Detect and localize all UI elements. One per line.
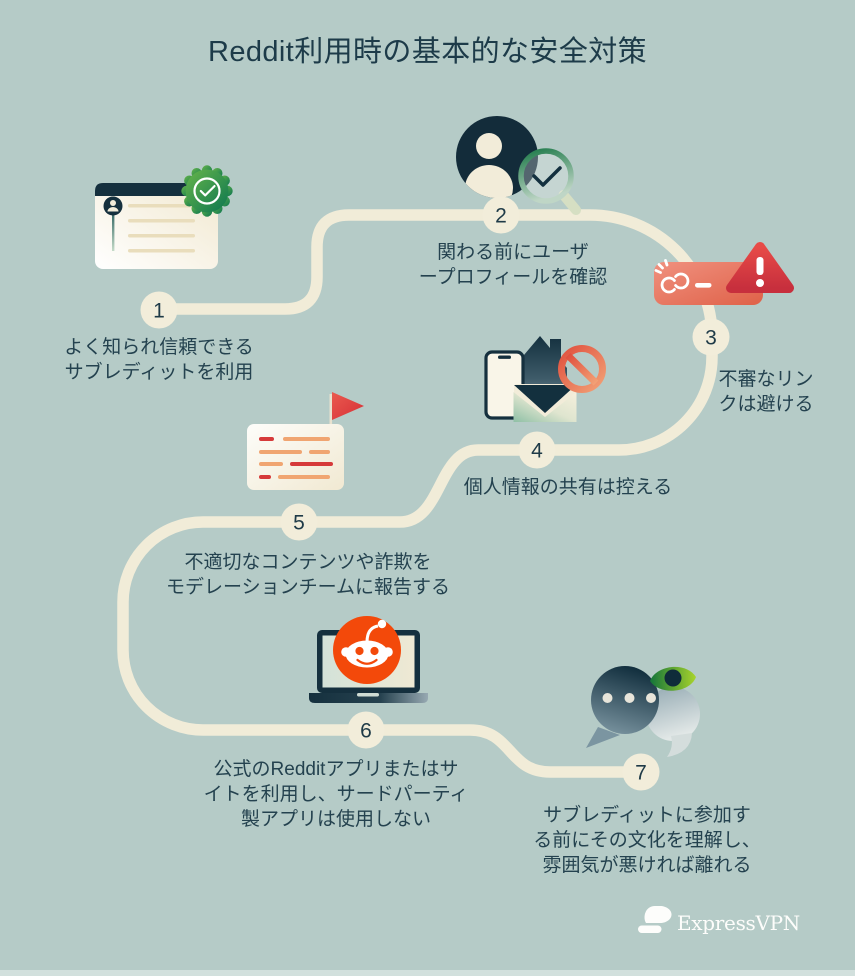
step-label-2: 関わる前にユーザ ープロフィールを確認: [418, 242, 608, 288]
step-number: 6: [360, 720, 372, 743]
chat-bubbles-eye-icon: [586, 666, 700, 757]
step-number: 4: [531, 440, 543, 463]
page-title: Reddit利用時の基本的な安全対策: [207, 36, 648, 68]
reddit-laptop-icon: [309, 616, 428, 703]
bottom-strip: [0, 970, 855, 976]
profile-magnifier-check-icon: [456, 116, 581, 215]
verified-badge-icon: [181, 165, 233, 217]
step-number: 2: [495, 205, 507, 228]
verified-browser-window-icon: [95, 165, 233, 269]
no-personal-info-icon: [484, 336, 606, 422]
step-markers: 1 2 3 4 5 6 7: [140, 196, 730, 791]
broken-link-warning-icon: [654, 242, 794, 305]
step-label-6: 公式のRedditアプリまたはサ イトを利用し、サードパーティ 製アプリは使用し…: [203, 759, 469, 830]
step-number: 7: [635, 762, 647, 785]
report-flag-document-icon: [247, 392, 364, 490]
step-number: 5: [293, 512, 305, 535]
step-label-7: サブレディットに参加す る前にその文化を理解し、 雰囲気が悪ければ離れる: [533, 805, 761, 876]
brand-wordmark: ExpressVPN: [677, 911, 801, 935]
step-label-4: 個人情報の共有は控える: [463, 477, 673, 498]
step-label-5: 不適切なコンテンツや詐欺を モデレーションチームに報告する: [165, 552, 451, 598]
journey-path: [117, 209, 718, 778]
expressvpn-logo-icon: [638, 906, 672, 933]
step-number: 1: [153, 300, 165, 323]
step-number: 3: [705, 327, 717, 350]
step-label-1: よく知られ信頼できる サブレディットを利用: [64, 337, 254, 383]
step-label-3: 不審なリン クは避ける: [718, 369, 814, 415]
